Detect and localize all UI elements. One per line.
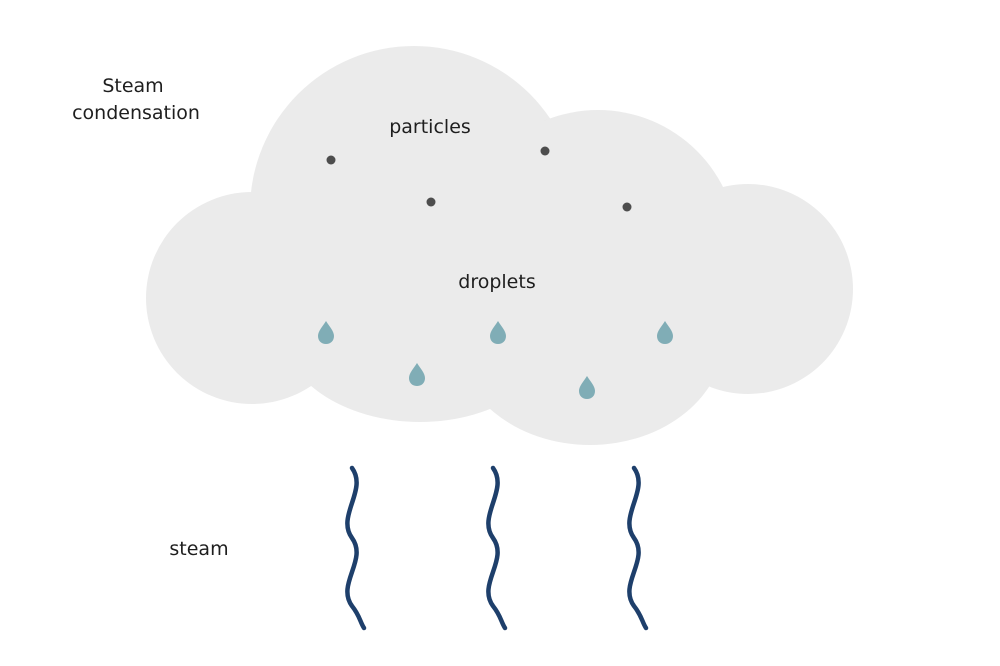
diagram-title-line-2: condensation bbox=[72, 102, 200, 124]
droplets-label: droplets bbox=[458, 271, 535, 293]
particles-label: particles bbox=[389, 116, 471, 138]
steam-wave-icon bbox=[627, 465, 649, 631]
particle-dot-icon bbox=[540, 146, 550, 156]
cloud-icon bbox=[146, 46, 853, 445]
diagram-title-line-1: Steam bbox=[102, 75, 163, 97]
particle-dot-icon bbox=[426, 197, 436, 207]
steam-label: steam bbox=[169, 538, 228, 560]
steam-wave-icon bbox=[345, 465, 367, 631]
steam-wave-icon bbox=[486, 465, 508, 631]
steam-group bbox=[345, 465, 649, 631]
particle-dot-icon bbox=[326, 155, 336, 165]
particle-dot-icon bbox=[622, 202, 632, 212]
particles-group bbox=[326, 146, 632, 212]
